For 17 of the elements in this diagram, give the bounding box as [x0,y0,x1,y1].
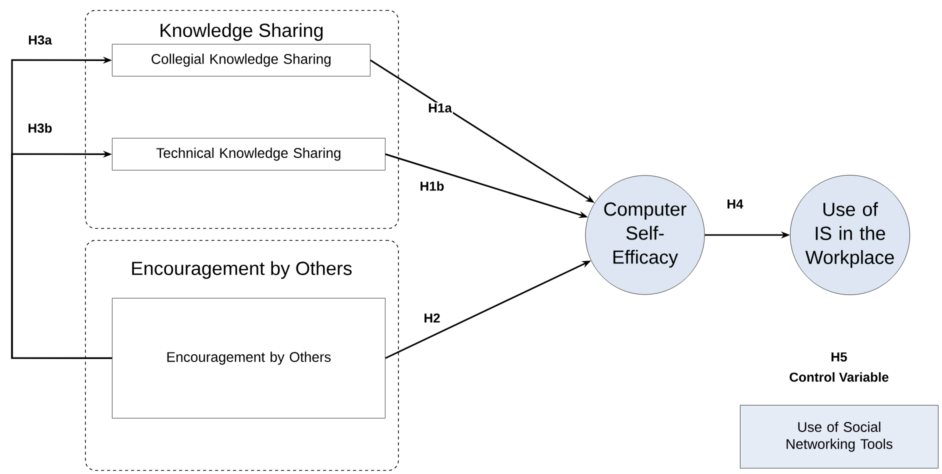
construct-box: Technical Knowledge Sharing [112,138,386,170]
arrow [11,150,112,359]
group-title: Encouragement by Others [132,261,352,279]
construct-box: Collegial Knowledge Sharing [112,44,370,76]
group-title: Knowledge Sharing [160,23,323,41]
construct-box: Use of Social Networking Tools [740,405,938,468]
edge-label: H1b [420,181,444,191]
construct-box: Encouragement by Others [112,298,386,418]
edge-label: H1a [428,103,452,113]
edge-label: H3a [28,35,52,45]
dashed-group-box [85,240,399,471]
note-heading: H5 [832,352,847,362]
edge-label: H2 [424,313,440,323]
note-heading: Control Variable [790,372,888,382]
dashed-group-box [85,10,399,229]
edge-label: H4 [728,200,744,208]
edge-label: H3b [28,123,52,133]
